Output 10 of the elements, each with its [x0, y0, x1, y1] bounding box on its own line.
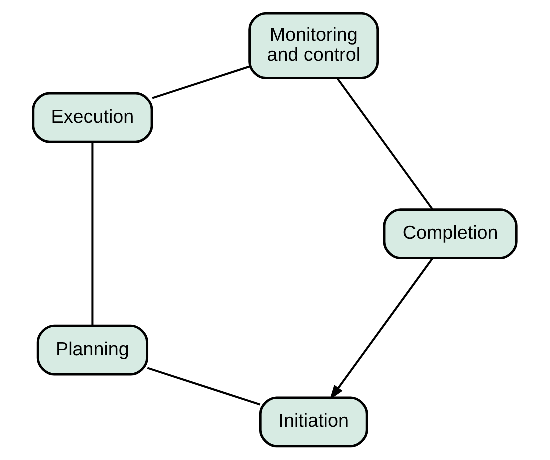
node-box: Initiation [259, 396, 368, 448]
arrow [330, 258, 434, 400]
node-box: Execution [32, 92, 154, 144]
node-box: Monitoring and control [248, 12, 380, 80]
connector [152, 66, 250, 100]
node-box: Completion [383, 208, 518, 260]
connector [147, 367, 261, 406]
node-box: Planning [36, 324, 149, 376]
connector [336, 78, 434, 210]
connector [92, 142, 94, 326]
